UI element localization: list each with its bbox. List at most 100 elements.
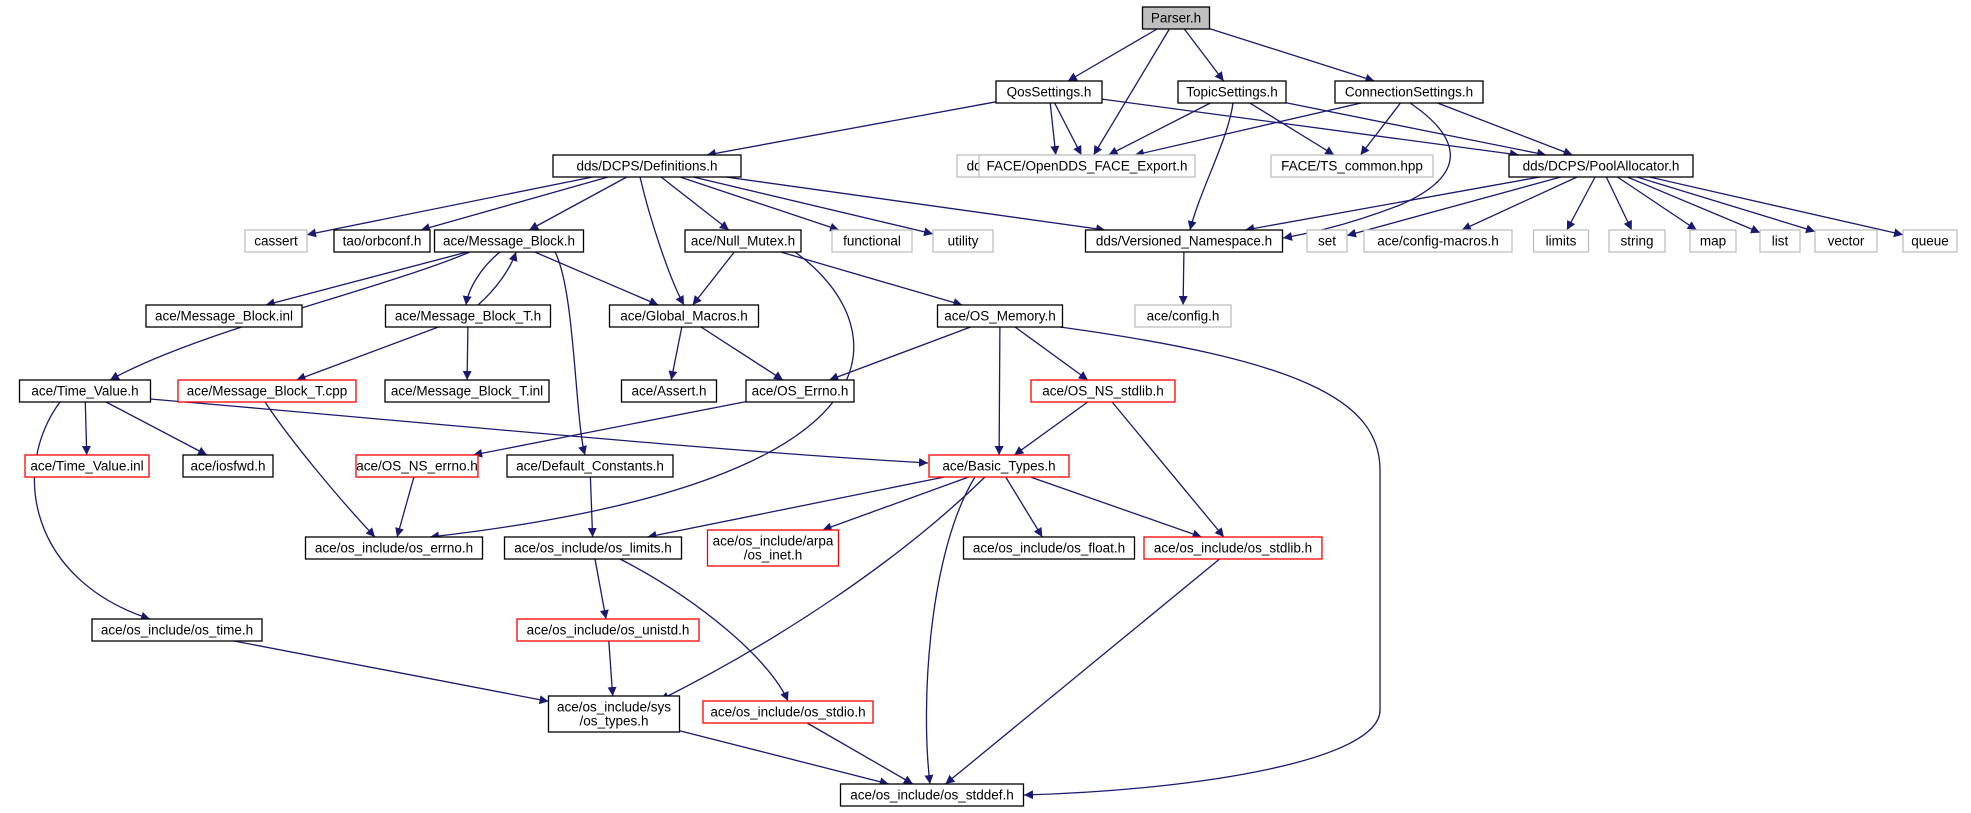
node-mblockt[interactable]: ace/Message_Block_T.h bbox=[384, 304, 552, 328]
edge-osunistd-to-ostypes bbox=[607, 640, 617, 697]
node-box bbox=[839, 783, 1025, 807]
node-mblockinl[interactable]: ace/Message_Block.inl bbox=[145, 304, 303, 328]
node-box bbox=[702, 700, 874, 724]
node-label: functional bbox=[843, 234, 901, 249]
node-label: ace/os_include/os_errno.h bbox=[315, 541, 473, 556]
node-box bbox=[1689, 229, 1737, 253]
node-mblock[interactable]: ace/Message_Block.h bbox=[433, 229, 585, 253]
node-ostime[interactable]: ace/os_include/os_time.h bbox=[91, 618, 263, 642]
edge-pool-to-list bbox=[1627, 176, 1761, 234]
node-box bbox=[620, 379, 718, 403]
node-box bbox=[1363, 229, 1513, 253]
node-label: TopicSettings.h bbox=[1186, 85, 1278, 100]
node-box bbox=[1177, 80, 1287, 104]
edge-oslimits-to-osstdio bbox=[619, 558, 789, 702]
node-orbconf[interactable]: tao/orbconf.h bbox=[333, 229, 431, 253]
node-oserrnoh[interactable]: ace/os_include/os_errno.h bbox=[304, 536, 484, 560]
node-pool[interactable]: dds/DCPS/PoolAllocator.h bbox=[1508, 154, 1694, 178]
node-defconst[interactable]: ace/Default_Constants.h bbox=[506, 454, 674, 478]
edge-timevalue-to-iosfwd bbox=[105, 401, 208, 456]
edge-mblockt-to-mblock bbox=[477, 251, 518, 306]
node-box bbox=[932, 229, 994, 253]
node-timevalue[interactable]: ace/Time_Value.h bbox=[18, 379, 152, 403]
edge-mblock-to-mblockinl bbox=[265, 251, 468, 308]
node-timevalueinl[interactable]: ace/Time_Value.inl bbox=[24, 454, 150, 478]
edge-osnserrno-to-oserrnoh bbox=[395, 476, 415, 538]
node-box bbox=[1334, 80, 1484, 104]
node-oslimits[interactable]: ace/os_include/os_limits.h bbox=[503, 536, 683, 560]
node-oserrno[interactable]: ace/OS_Errno.h bbox=[745, 379, 855, 403]
node-label: ace/config-macros.h bbox=[1377, 234, 1499, 249]
node-label: FACE/TS_common.hpp bbox=[1281, 159, 1423, 174]
node-mblocktcpp[interactable]: ace/Message_Block_T.cpp bbox=[177, 379, 357, 403]
node-box bbox=[244, 229, 308, 253]
node-label: ace/Message_Block.inl bbox=[155, 309, 293, 324]
node-osnsstdlib[interactable]: ace/OS_NS_stdlib.h bbox=[1030, 379, 1176, 403]
edge-osnsstdlib-to-osstdlib bbox=[1111, 401, 1225, 538]
node-label: ace/OS_Errno.h bbox=[752, 384, 849, 399]
node-label: ace/Null_Mutex.h bbox=[691, 234, 795, 249]
node-queue: queue bbox=[1902, 229, 1958, 253]
node-conn[interactable]: ConnectionSettings.h bbox=[1334, 80, 1484, 104]
node-nullmutex[interactable]: ace/Null_Mutex.h bbox=[684, 229, 802, 253]
node-box bbox=[1532, 229, 1590, 253]
node-box bbox=[1508, 154, 1694, 178]
node-string: string bbox=[1608, 229, 1666, 253]
node-list: list bbox=[1759, 229, 1801, 253]
node-osfloat[interactable]: ace/os_include/os_float.h bbox=[962, 536, 1136, 560]
node-set: set bbox=[1306, 229, 1348, 253]
node-osstdlib[interactable]: ace/os_include/os_stdlib.h bbox=[1143, 536, 1323, 560]
edge-pool-to-versioned bbox=[1245, 176, 1540, 233]
node-globalmacros[interactable]: ace/Global_Macros.h bbox=[608, 304, 760, 328]
edge-basictypes-to-oslimits bbox=[647, 476, 945, 540]
node-osinet[interactable]: ace/os_include/arpa/os_inet.h bbox=[706, 529, 840, 567]
edge-timevalue-to-basictypes bbox=[149, 398, 929, 467]
node-box bbox=[1084, 229, 1284, 253]
node-box bbox=[503, 536, 683, 560]
node-defs[interactable]: dds/DCPS/Definitions.h bbox=[552, 154, 742, 178]
node-topic[interactable]: TopicSettings.h bbox=[1177, 80, 1287, 104]
node-osnserrno[interactable]: ace/OS_NS_errno.h bbox=[355, 454, 479, 478]
node-tscommon: FACE/TS_common.hpp bbox=[1270, 154, 1434, 178]
node-iosfwd[interactable]: ace/iosfwd.h bbox=[182, 454, 274, 478]
node-box bbox=[547, 695, 681, 733]
node-label: ace/config.h bbox=[1147, 309, 1220, 324]
node-parser[interactable]: Parser.h bbox=[1141, 6, 1211, 30]
node-osstdio[interactable]: ace/os_include/os_stdio.h bbox=[702, 700, 874, 724]
node-osmemory[interactable]: ace/OS_Memory.h bbox=[936, 304, 1064, 328]
edge-defs-to-functional bbox=[679, 176, 840, 232]
node-osunistd[interactable]: ace/os_include/os_unistd.h bbox=[516, 618, 700, 642]
node-box bbox=[831, 229, 913, 253]
node-label: ace/Time_Value.h bbox=[31, 384, 138, 399]
edge-pool-to-configmacros bbox=[1461, 176, 1578, 231]
edge-ostime-to-ostypes bbox=[234, 640, 549, 705]
node-label: limits bbox=[1546, 234, 1577, 249]
node-mblocktinl[interactable]: ace/Message_Block_T.inl bbox=[384, 379, 550, 403]
node-box bbox=[355, 454, 479, 478]
node-basictypes[interactable]: ace/Basic_Types.h bbox=[928, 454, 1070, 478]
edge-pool-to-vector bbox=[1636, 176, 1816, 234]
node-versioned[interactable]: dds/Versioned_Namespace.h bbox=[1084, 229, 1284, 253]
edge-osmemory-to-oserrno bbox=[829, 326, 971, 382]
edge-timevalue-to-timevalueinl bbox=[81, 401, 91, 456]
node-ostypes[interactable]: ace/os_include/sys/os_types.h bbox=[547, 695, 681, 733]
node-box bbox=[978, 154, 1196, 178]
node-label: ace/os_include/os_float.h bbox=[973, 541, 1125, 556]
node-box bbox=[433, 229, 585, 253]
node-box bbox=[384, 379, 550, 403]
node-label: set bbox=[1318, 234, 1336, 249]
node-osstddef[interactable]: ace/os_include/os_stddef.h bbox=[839, 783, 1025, 807]
node-label: ace/Basic_Types.h bbox=[942, 459, 1055, 474]
node-assert[interactable]: ace/Assert.h bbox=[620, 379, 718, 403]
node-label: queue bbox=[1911, 234, 1949, 249]
dependency-edges bbox=[33, 27, 1904, 800]
node-configmacros: ace/config-macros.h bbox=[1363, 229, 1513, 253]
node-label: ace/Time_Value.inl bbox=[30, 459, 143, 474]
node-label: /os_types.h bbox=[579, 714, 648, 729]
node-box bbox=[1134, 304, 1232, 328]
node-qos[interactable]: QosSettings.h bbox=[995, 80, 1103, 104]
node-box bbox=[1902, 229, 1958, 253]
edge-basictypes-to-osstddef bbox=[924, 476, 976, 785]
